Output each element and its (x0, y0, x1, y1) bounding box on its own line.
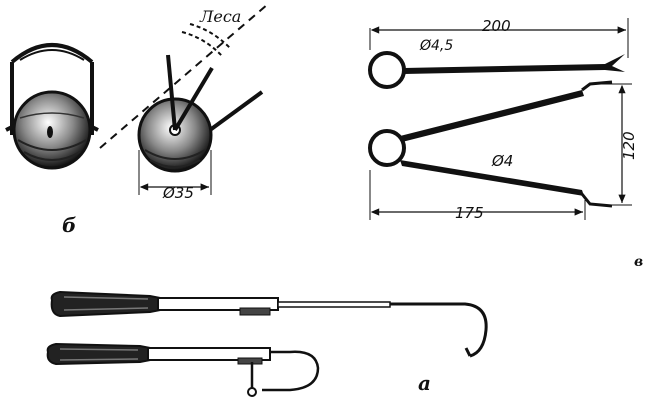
fig-v-hook-top (368, 18, 629, 89)
height-label: 120 (620, 131, 638, 160)
fig-a-gaff-long (50, 290, 488, 358)
span-length-label: 175 (455, 204, 484, 222)
fig-v-hook-bottom (368, 80, 632, 220)
fig-v-label: в (634, 254, 643, 270)
fishing-line (99, 3, 269, 149)
fig-b-ball-front (5, 43, 99, 170)
fig-b-ball-side (99, 3, 269, 195)
total-length-label: 200 (482, 17, 511, 35)
line-label: Леса (199, 7, 241, 26)
ball-diameter-label: Ø35 (162, 184, 194, 202)
wire-top-diameter-label: Ø4,5 (419, 38, 453, 54)
fig-a-gaff-short (46, 342, 320, 397)
wire-bottom-diameter-label: Ø4 (491, 152, 513, 170)
fig-a-label: а (418, 371, 431, 395)
fig-b-label: б (62, 213, 76, 237)
